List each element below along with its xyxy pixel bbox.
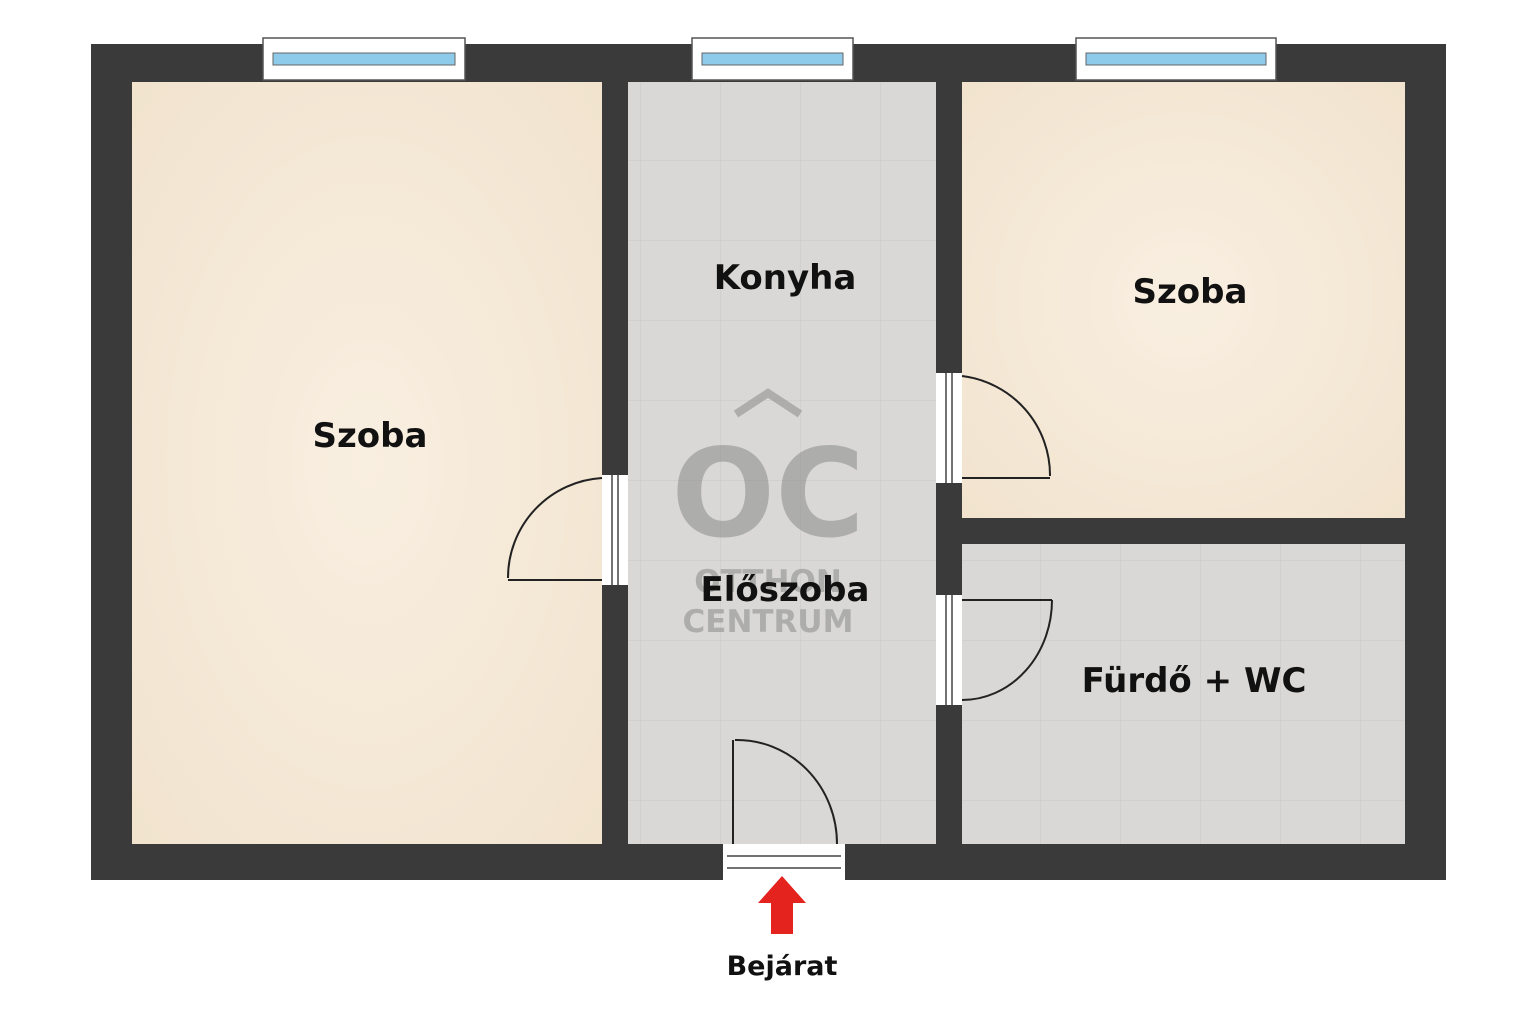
window-middle	[691, 37, 854, 81]
door-entrance	[723, 738, 845, 880]
label-eloszoba: Előszoba	[701, 570, 870, 610]
watermark-line2: CENTRUM	[683, 604, 854, 640]
door-furdo	[936, 595, 1053, 705]
room-szoba-right	[962, 82, 1405, 518]
label-konyha: Konyha	[714, 258, 857, 298]
window-left	[262, 37, 466, 81]
roof-icon	[733, 388, 803, 418]
label-furdo: Fürdő + WC	[1082, 661, 1307, 701]
label-szoba-left: Szoba	[313, 416, 428, 456]
door-szoba-right	[936, 373, 1052, 483]
room-furdo	[962, 544, 1405, 844]
entrance-arrow-icon	[758, 876, 806, 934]
watermark-line1: OTTHON	[694, 564, 842, 600]
label-szoba-right: Szoba	[1133, 272, 1248, 312]
door-szoba-left	[506, 475, 628, 585]
watermark-monogram: OC	[671, 423, 864, 565]
window-right	[1075, 37, 1277, 81]
room-konyha-eloszoba	[628, 82, 936, 844]
otthon-centrum-watermark: OC OTTHON CENTRUM	[671, 388, 865, 640]
entrance-label: Bejárat	[727, 951, 838, 982]
room-szoba-left	[132, 82, 602, 844]
